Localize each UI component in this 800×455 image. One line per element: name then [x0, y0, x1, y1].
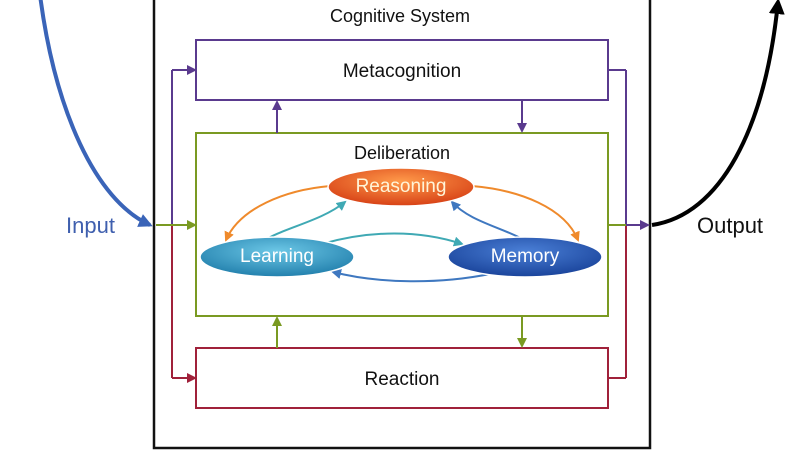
reasoning-label: Reasoning: [355, 176, 447, 197]
memory-to-learning-arrow: [331, 269, 491, 283]
input-label: Input: [66, 213, 115, 238]
memory-label: Memory: [490, 246, 560, 267]
output-arrow: [651, 0, 785, 227]
reasoning-to-learning-arrow: [224, 185, 331, 242]
deliberation-box: [195, 132, 609, 317]
reasoning-node: [327, 167, 475, 207]
learning-label: Learning: [240, 246, 314, 267]
deliberation-label: Deliberation: [353, 143, 451, 163]
cognitive-system-title: Cognitive System: [329, 6, 471, 26]
reasoning-to-memory-arrow: [471, 185, 580, 242]
learning-node: [199, 236, 355, 278]
reaction-label: Reaction: [364, 369, 440, 390]
learning-to-memory-arrow: [321, 232, 464, 247]
cognitive-system-box: [152, 0, 652, 450]
metacognition-label: Metacognition: [342, 61, 462, 82]
output-label: Output: [697, 213, 764, 238]
memory-node: [447, 236, 603, 278]
reaction-box: [195, 347, 609, 409]
input-arrow: [38, 0, 153, 227]
